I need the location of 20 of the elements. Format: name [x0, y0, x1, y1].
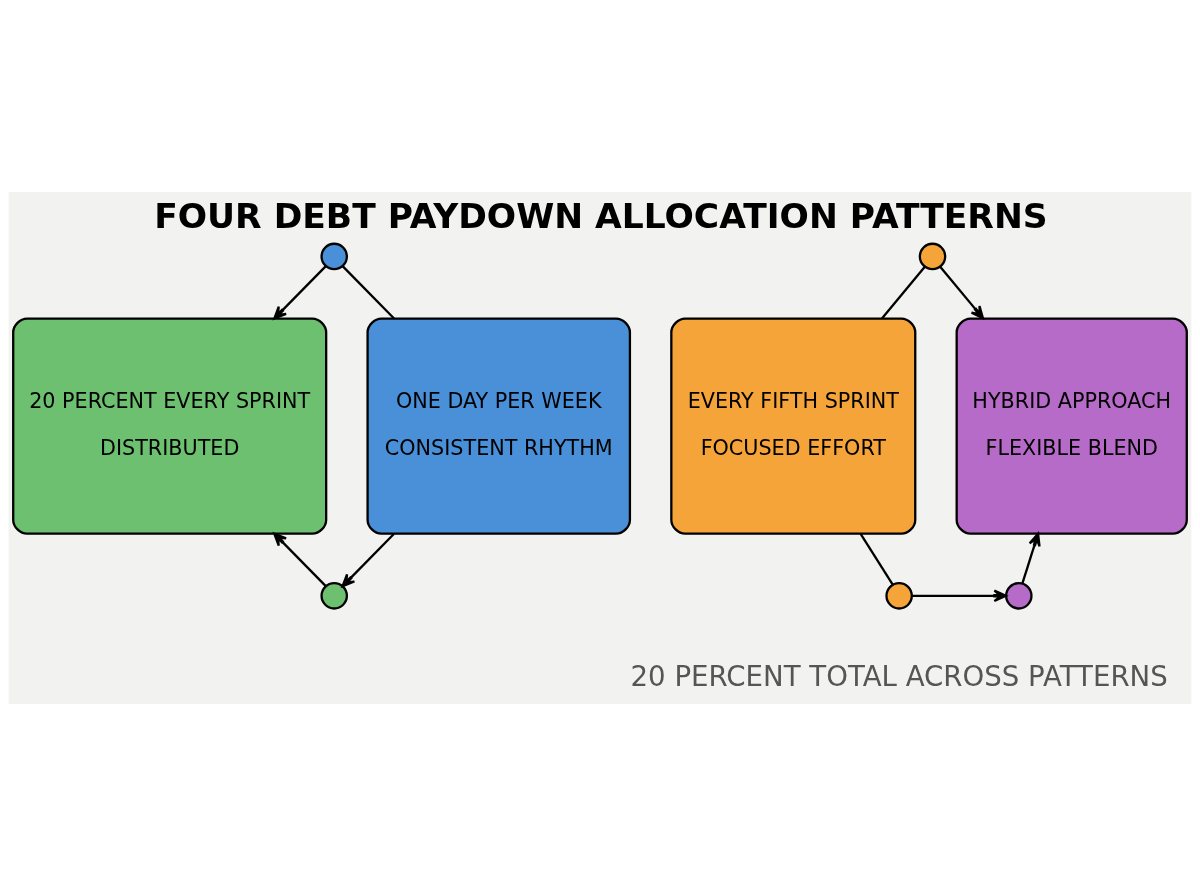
- node-circle: [1005, 582, 1033, 610]
- node-circle: [885, 582, 913, 610]
- node-circle: [320, 582, 349, 610]
- connector: [859, 533, 894, 586]
- arrow: [273, 265, 327, 320]
- node-box: EVERY FIFTH SPRINT FOCUSED EFFORT: [670, 317, 917, 535]
- node-box: HYBRID APPROACH FLEXIBLE BLEND: [955, 317, 1188, 535]
- connector: [341, 265, 395, 320]
- caption: 20 PERCENT TOTAL ACROSS PATTERNS: [630, 659, 1168, 693]
- connector: [881, 266, 926, 319]
- arrow: [912, 589, 1008, 603]
- arrow: [939, 266, 985, 320]
- arrow: [341, 533, 395, 588]
- node-circle: [320, 242, 349, 271]
- node-box: 20 PERCENT EVERY SPRINT DISTRIBUTED: [12, 317, 328, 535]
- arrow: [273, 532, 327, 587]
- arrow: [1021, 532, 1041, 584]
- node-box: ONE DAY PER WEEK CONSISTENT RHYTHM: [366, 317, 632, 535]
- node-circle: [918, 242, 947, 271]
- diagram-title: FOUR DEBT PAYDOWN ALLOCATION PATTERNS: [154, 195, 1048, 236]
